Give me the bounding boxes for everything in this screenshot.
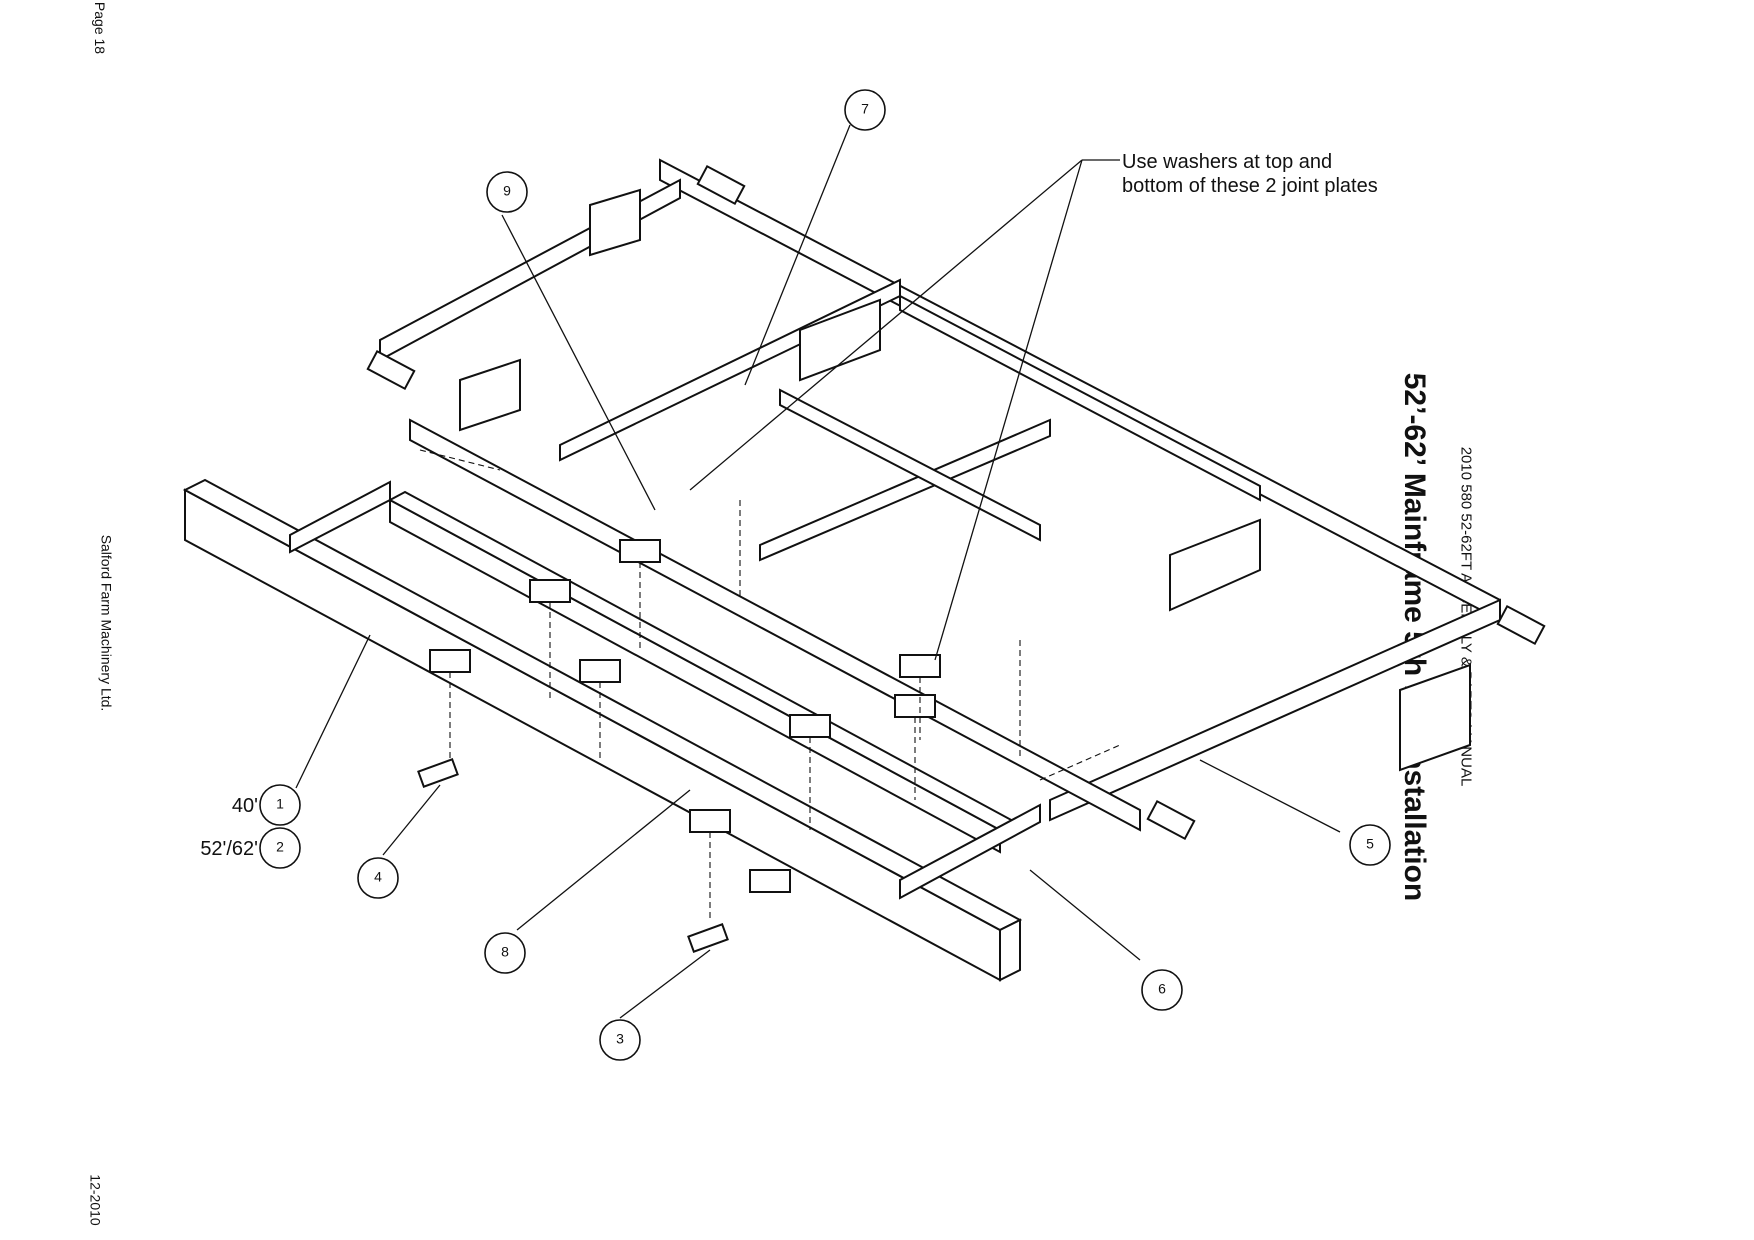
callout-2: 2 52'/62' [200, 827, 301, 869]
callout-6: 6 [1141, 969, 1183, 1011]
svg-text:9: 9 [503, 183, 511, 199]
callout-3: 3 [599, 1019, 641, 1061]
callout-1-size-label: 40' [232, 795, 258, 817]
front-frame [182, 478, 1041, 982]
joint-plates [419, 449, 1121, 920]
hitch-brackets [366, 164, 1546, 953]
callout-7: 7 [844, 89, 886, 131]
svg-text:6: 6 [1158, 981, 1166, 997]
washer-note-line1: Use washers at top and [1122, 151, 1332, 173]
callout-2-size-label: 52'/62' [200, 838, 258, 860]
leader-lines [295, 124, 1341, 1019]
callout-8: 8 [484, 932, 526, 974]
svg-text:7: 7 [861, 101, 869, 117]
svg-text:3: 3 [616, 1031, 624, 1047]
washer-note-line2: bottom of these 2 joint plates [1122, 175, 1378, 197]
svg-text:2: 2 [276, 839, 284, 855]
callout-4: 4 [357, 857, 399, 899]
svg-text:4: 4 [374, 869, 382, 885]
svg-text:5: 5 [1366, 836, 1374, 852]
svg-text:8: 8 [501, 944, 509, 960]
callout-1: 1 40' [232, 784, 301, 826]
callout-5: 5 [1349, 824, 1391, 866]
rear-frame [379, 158, 1501, 832]
callout-9: 9 [486, 171, 528, 213]
svg-text:1: 1 [276, 796, 284, 812]
